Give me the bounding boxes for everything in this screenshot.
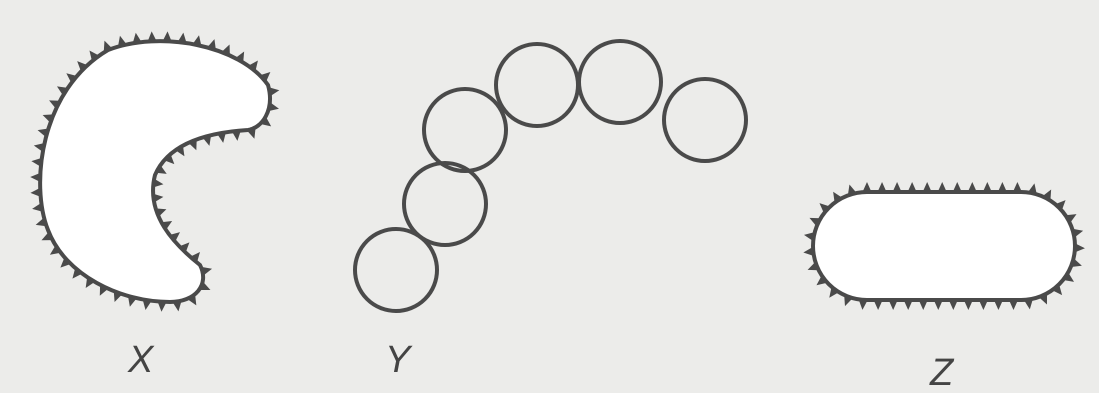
figure-y-cell: [496, 44, 578, 126]
figure-y-cell: [404, 163, 486, 245]
figure-x: X: [30, 31, 279, 381]
figure-y-label: Y: [385, 339, 413, 381]
figure-y-cell: [579, 41, 661, 123]
figure-x-outline: [40, 41, 270, 302]
figure-z: Z: [803, 182, 1085, 393]
figure-y-cell: [424, 89, 506, 171]
figure-z-label: Z: [929, 352, 955, 393]
figure-x-label: X: [127, 339, 155, 381]
figure-z-outline: [813, 192, 1075, 300]
figure-y-cell: [664, 79, 746, 161]
figure-y: Y: [355, 41, 746, 381]
